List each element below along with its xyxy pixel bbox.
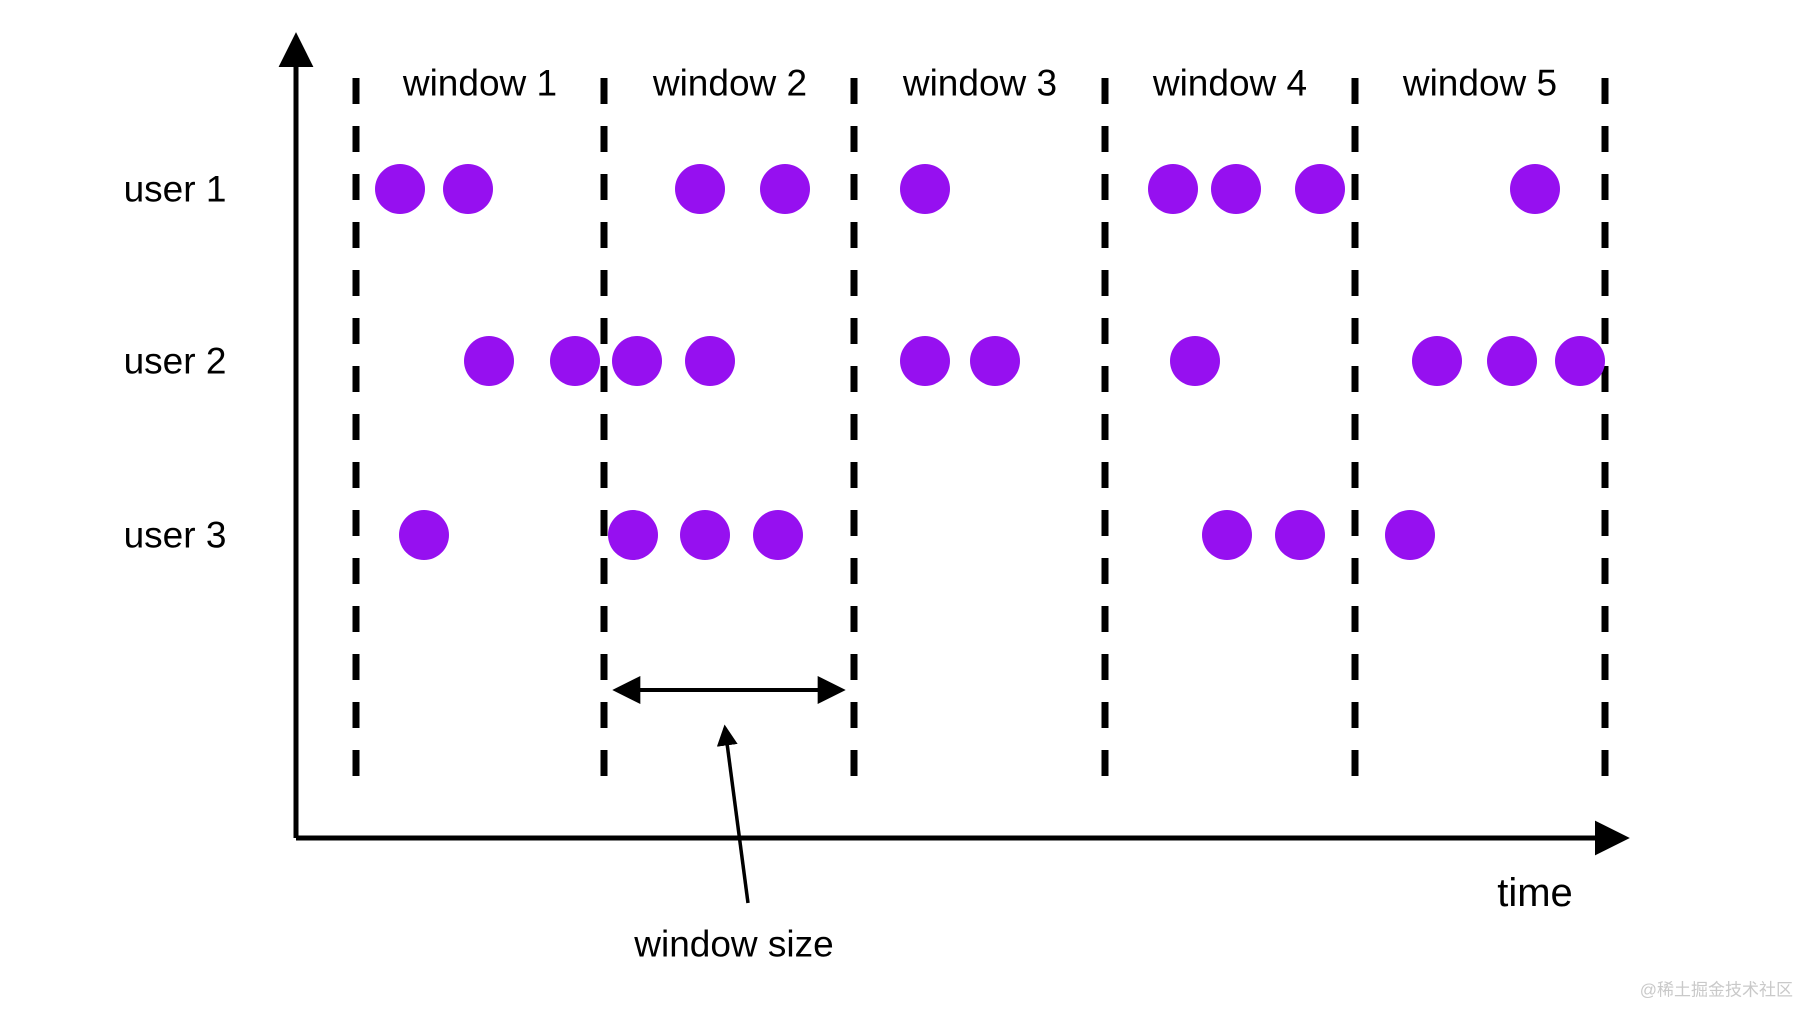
x-axis-label: time (1497, 871, 1573, 915)
event-dot (760, 164, 810, 214)
event-dot (1412, 336, 1462, 386)
event-dot (375, 164, 425, 214)
event-dot (970, 336, 1020, 386)
event-dot (443, 164, 493, 214)
event-dot (1487, 336, 1537, 386)
event-dots-user-3 (399, 510, 1435, 560)
window-label-3: window 3 (902, 62, 1058, 104)
event-dot (608, 510, 658, 560)
row-label-user-3: user 3 (123, 514, 227, 556)
event-dot (685, 336, 735, 386)
window-label-4: window 4 (1152, 62, 1308, 104)
event-dot (399, 510, 449, 560)
event-dot (680, 510, 730, 560)
event-dots-user-1 (375, 164, 1560, 214)
window-size-label: window size (634, 923, 834, 965)
row-label-user-2: user 2 (123, 340, 227, 382)
event-dot (1385, 510, 1435, 560)
window-label-1: window 1 (402, 62, 558, 104)
event-dot (1211, 164, 1261, 214)
watermark: @稀土掘金技术社区 (1639, 980, 1793, 1000)
event-dot (612, 336, 662, 386)
event-dot (1555, 336, 1605, 386)
event-dot (675, 164, 725, 214)
window-size-leader-line (716, 724, 750, 904)
event-dot (1170, 336, 1220, 386)
event-dot (550, 336, 600, 386)
event-dot (1295, 164, 1345, 214)
event-dots-user-2 (464, 336, 1605, 386)
window-label-5: window 5 (1402, 62, 1558, 104)
event-dot (1510, 164, 1560, 214)
event-dot (1202, 510, 1252, 560)
row-label-user-1: user 1 (123, 168, 227, 210)
event-dot (900, 336, 950, 386)
event-dot (753, 510, 803, 560)
event-dot (464, 336, 514, 386)
event-dot (1148, 164, 1198, 214)
window-label-2: window 2 (652, 62, 808, 104)
event-dot (1275, 510, 1325, 560)
event-dot (900, 164, 950, 214)
window-dividers (352, 78, 1609, 795)
